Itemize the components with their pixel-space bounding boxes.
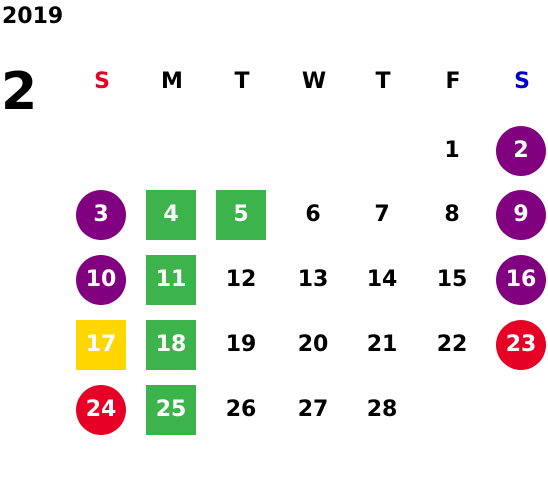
- calendar-day[interactable]: 27: [297, 397, 329, 422]
- weekday-monday: M: [161, 69, 183, 94]
- calendar-day[interactable]: 12: [225, 267, 257, 292]
- calendar-day[interactable]: 17: [76, 320, 126, 370]
- calendar-day[interactable]: 15: [436, 267, 468, 292]
- calendar-day[interactable]: 25: [146, 385, 196, 435]
- weekday-sunday: S: [94, 69, 110, 94]
- weekday-tuesday: T: [234, 69, 250, 94]
- calendar-day[interactable]: 23: [496, 320, 546, 370]
- calendar-day[interactable]: 4: [146, 190, 196, 240]
- weekday-friday: F: [445, 69, 461, 94]
- calendar-day[interactable]: 7: [374, 202, 390, 227]
- calendar-day[interactable]: 9: [496, 190, 546, 240]
- calendar-month: 2: [1, 62, 38, 122]
- calendar-day[interactable]: 6: [305, 202, 321, 227]
- calendar-day[interactable]: 26: [225, 397, 257, 422]
- weekday-wednesday: W: [301, 69, 327, 94]
- calendar-day[interactable]: 24: [76, 385, 126, 435]
- weekday-saturday: S: [514, 69, 530, 94]
- calendar-day[interactable]: 2: [496, 126, 546, 176]
- calendar-year: 2019: [2, 4, 64, 29]
- calendar-day[interactable]: 20: [297, 332, 329, 357]
- calendar-day[interactable]: 16: [496, 255, 546, 305]
- calendar-day[interactable]: 13: [297, 267, 329, 292]
- calendar-day[interactable]: 14: [366, 267, 398, 292]
- calendar-day[interactable]: 1: [444, 138, 460, 163]
- weekday-thursday: T: [375, 69, 391, 94]
- calendar-day[interactable]: 10: [76, 255, 126, 305]
- calendar-day[interactable]: 19: [225, 332, 257, 357]
- calendar-day[interactable]: 28: [366, 397, 398, 422]
- calendar-day[interactable]: 11: [146, 255, 196, 305]
- calendar-day[interactable]: 3: [76, 190, 126, 240]
- calendar-day[interactable]: 5: [216, 190, 266, 240]
- calendar-day[interactable]: 21: [366, 332, 398, 357]
- calendar-day[interactable]: 18: [146, 320, 196, 370]
- calendar-day[interactable]: 8: [444, 202, 460, 227]
- calendar-day[interactable]: 22: [436, 332, 468, 357]
